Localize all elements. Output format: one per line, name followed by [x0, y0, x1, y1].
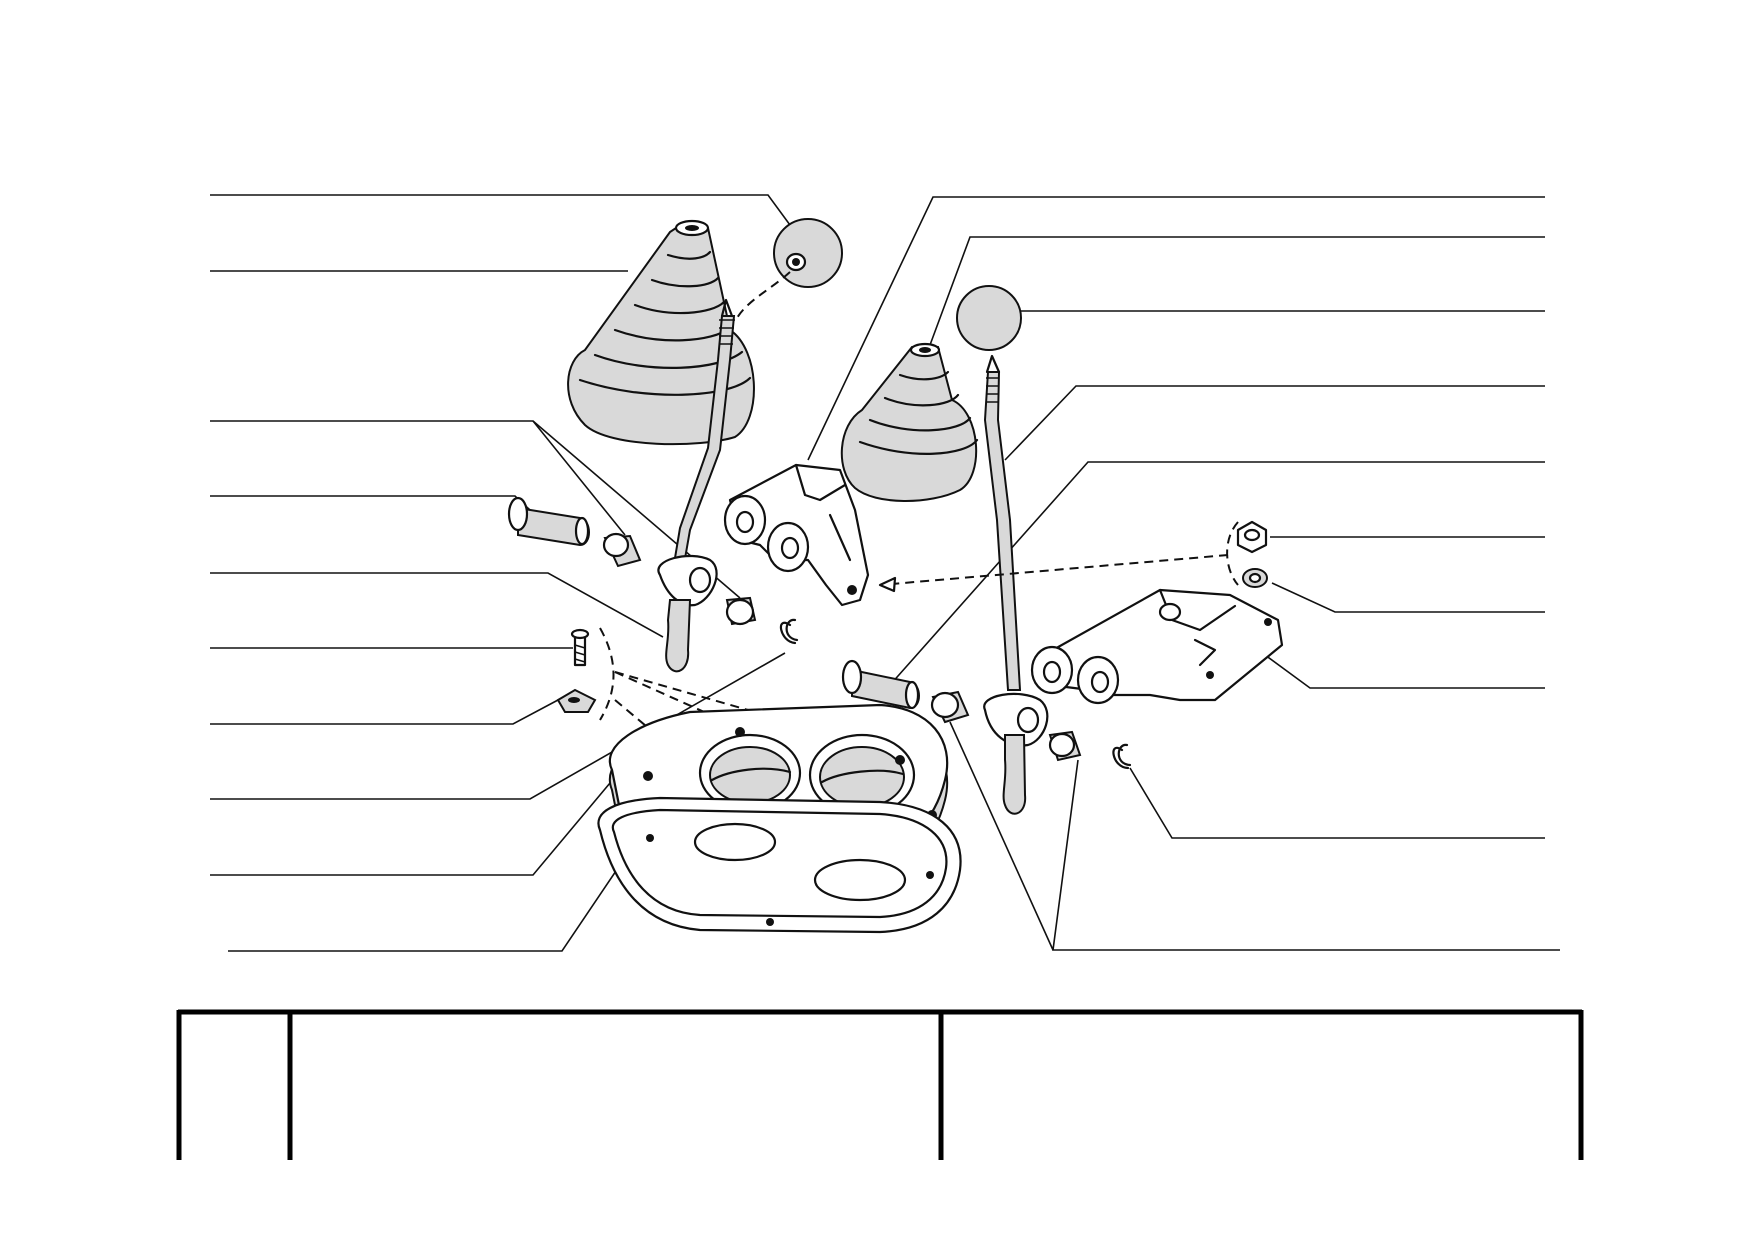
- mounting-bracket-right: [1030, 588, 1284, 705]
- fitting-arrow-bracket: [879, 554, 1229, 586]
- callout-left-9: [210, 782, 611, 876]
- callout-left-7: [210, 699, 559, 725]
- fitting-arc-right: [1226, 521, 1239, 586]
- callout-left-8: [210, 652, 786, 800]
- callout-right-1: [807, 196, 1545, 461]
- screw: [570, 628, 590, 667]
- callout-left-1: [210, 194, 791, 226]
- right-callout-lines: [807, 196, 1560, 951]
- title-block: [176, 1009, 1584, 1160]
- callout-right-9: [1129, 767, 1545, 839]
- callout-right-10: [1052, 759, 1560, 951]
- gear-lever-left: [657, 298, 736, 673]
- callout-right-7: [1271, 582, 1545, 613]
- callout-right-10b: [949, 721, 1054, 951]
- circlip-right: [1112, 743, 1132, 770]
- gear-lever-right: [983, 354, 1049, 815]
- fitting-arrow-1: [614, 671, 741, 729]
- nut-right: [1236, 520, 1268, 554]
- clip-nut: [556, 688, 597, 713]
- bush-right-a: [930, 690, 970, 724]
- arrowhead-bracket: [878, 576, 897, 593]
- callout-left-4: [210, 495, 531, 511]
- bush-left-b: [725, 596, 757, 626]
- gasket: [597, 796, 962, 934]
- callout-right-5: [889, 461, 1545, 686]
- gear-knob-left: [736, 218, 843, 319]
- circlip-left: [779, 618, 799, 645]
- bush-right-b: [1048, 730, 1082, 762]
- fitting-arc-left: [599, 627, 615, 721]
- callout-left-10: [228, 864, 621, 952]
- washer-right: [1242, 568, 1268, 588]
- pivot-pin-right: [841, 659, 920, 710]
- gear-knob-right: [956, 285, 1022, 351]
- mounting-bracket-left: [723, 463, 870, 607]
- bush-left-a: [602, 532, 642, 568]
- callout-right-8: [1264, 654, 1545, 689]
- gear-boot-right: [840, 342, 979, 502]
- callout-left-5: [210, 572, 664, 638]
- pivot-pin-left: [507, 496, 590, 547]
- left-callout-lines: [210, 194, 791, 952]
- callout-right-4: [1004, 385, 1545, 461]
- callout-right-2: [929, 236, 1545, 346]
